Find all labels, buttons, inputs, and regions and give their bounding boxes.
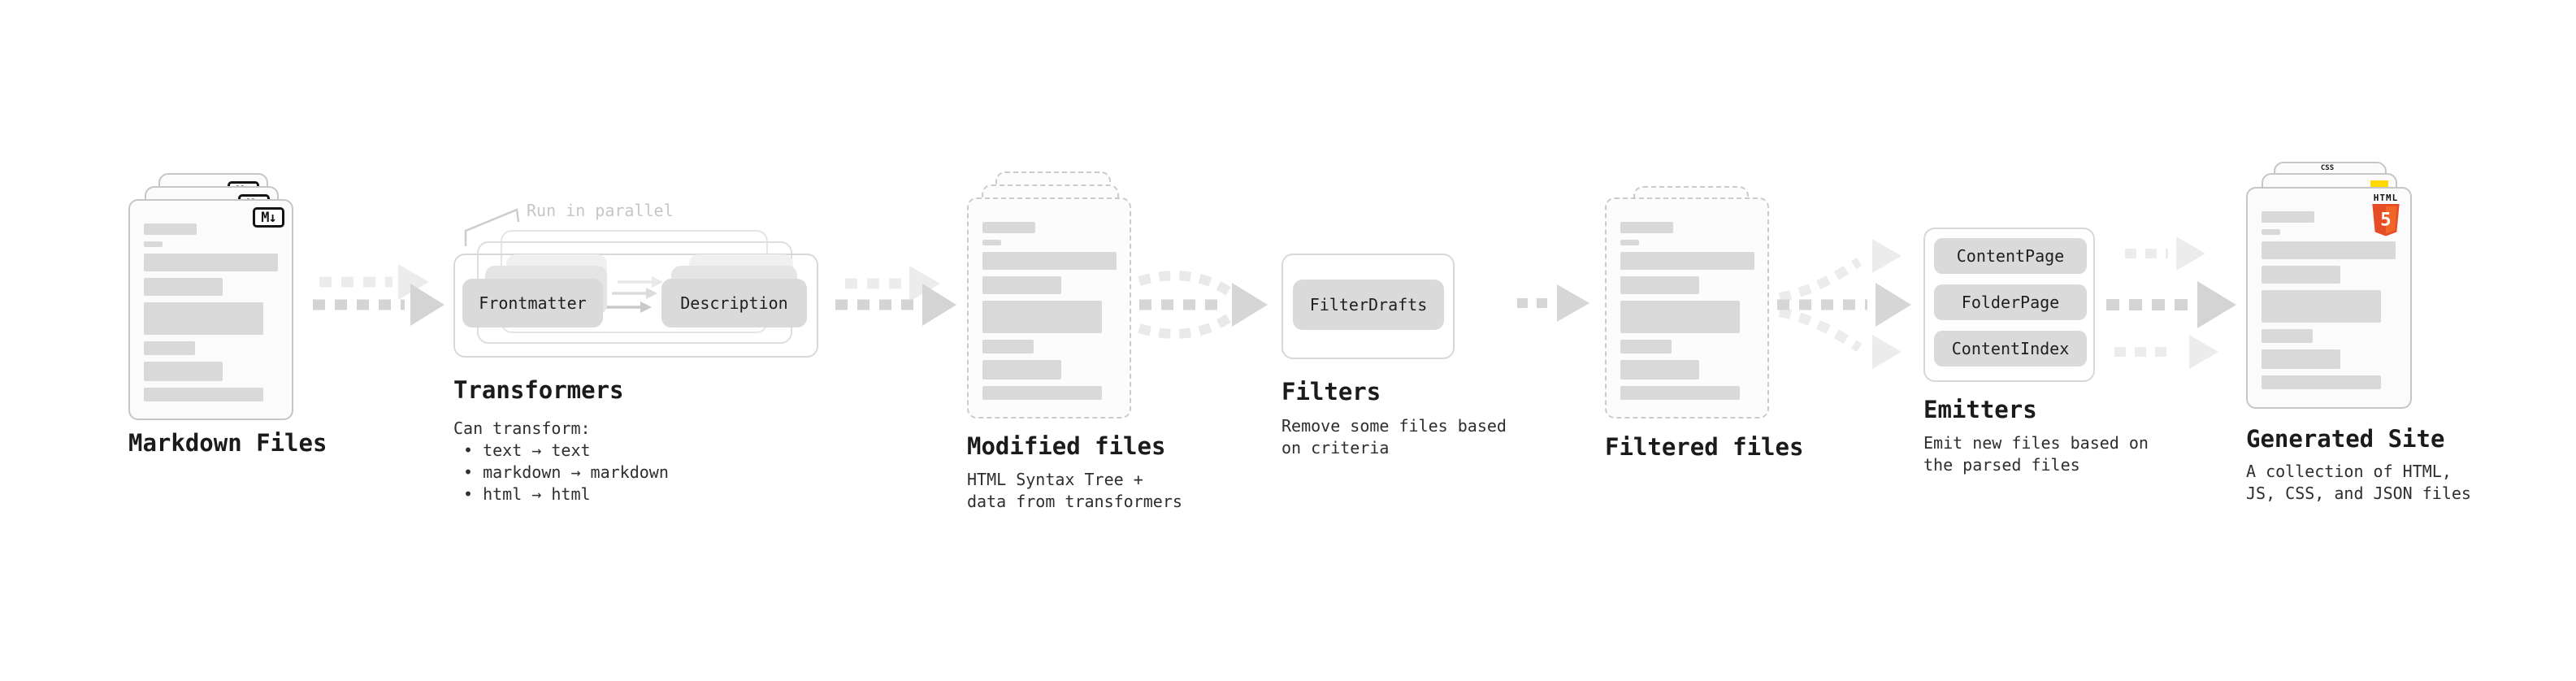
transformers-description: Can transform: • text → text • markdown … (453, 419, 669, 504)
doc-content-placeholder (1620, 222, 1754, 400)
generated-site-description: A collection of HTML, JS, CSS, and JSON … (2246, 462, 2471, 503)
markdown-files-title: Markdown Files (128, 429, 327, 457)
arrow-modified-to-filters-merge (1138, 271, 1268, 339)
filters-title: Filters (1281, 378, 1381, 406)
arrow-filters-to-filtered (1517, 284, 1589, 322)
arrow-emitters-to-generated (2106, 236, 2236, 369)
emitters-title: Emitters (1923, 396, 2037, 423)
generated-doc-front: HTML 5 (2246, 187, 2412, 409)
markdown-doc-front: M↓ (128, 199, 293, 420)
modified-doc-front (967, 197, 1131, 419)
emitters-description: Emit new files based on the parsed files (1923, 433, 2149, 475)
filterdrafts-pill: FilterDrafts (1293, 280, 1444, 330)
filtered-doc-front (1605, 197, 1769, 419)
modified-files-description: HTML Syntax Tree + data from transformer… (967, 470, 1182, 511)
svg-text:5: 5 (2380, 210, 2391, 231)
filtered-files-title: Filtered files (1605, 433, 1804, 461)
contentindex-pill: ContentIndex (1934, 331, 2087, 367)
transformers-title: Transformers (453, 376, 624, 404)
doc-content-placeholder (982, 222, 1117, 400)
arrow-markdown-to-transformers (313, 264, 445, 326)
frontmatter-pill: Frontmatter (462, 279, 603, 327)
transformer-box-front (453, 254, 818, 358)
description-pill: Description (661, 279, 807, 327)
generated-site-title: Generated Site (2246, 425, 2445, 453)
doc-content-placeholder (2262, 211, 2396, 389)
arrow-filtered-to-emitters-split (1777, 239, 1911, 369)
folderpage-pill: FolderPage (1934, 284, 2087, 320)
run-in-parallel-note: Run in parallel (527, 201, 674, 220)
modified-files-title: Modified files (967, 432, 1166, 460)
arrow-transformers-to-modified (835, 266, 956, 326)
markdown-icon: M↓ (253, 207, 284, 228)
filters-description: Remove some files based on criteria (1281, 416, 1507, 458)
doc-content-placeholder (144, 223, 278, 401)
contentpage-pill: ContentPage (1934, 238, 2087, 274)
html5-icon: HTML 5 (2368, 193, 2404, 236)
